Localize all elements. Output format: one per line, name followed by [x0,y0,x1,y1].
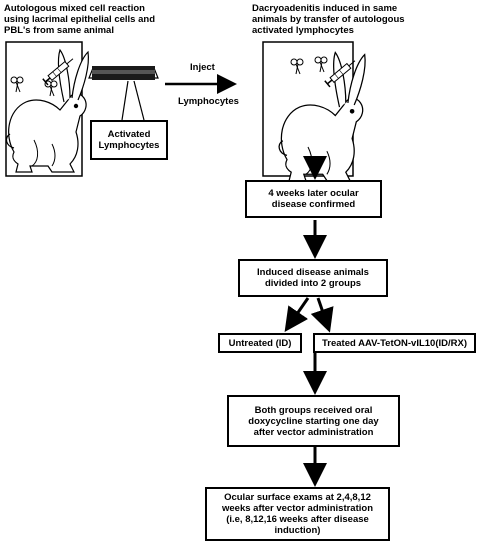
step1-box: 4 weeks later ocular disease confirmed [245,180,382,218]
lymphocyte-tray [88,66,159,121]
left-header-text: Autologous mixed cell reaction using lac… [4,3,155,36]
lymphocytes-label: Lymphocytes [178,96,239,107]
treated-group-box: Treated AAV-TetON-vIL10(ID/RX) [313,333,476,353]
step3-box: Both groups received oral doxycycline st… [227,395,400,447]
arrow-to-untreated [284,297,310,332]
right-rabbit-panel [262,41,366,182]
right-header-text: Dacryoadenitis induced in same animals b… [252,3,405,36]
step4-box: Ocular surface exams at 2,4,8,12 weeks a… [205,487,390,541]
left-rabbit-panel [5,41,89,177]
untreated-group-box: Untreated (ID) [218,333,302,353]
activated-lymphocytes-callout: Activated Lymphocytes [90,120,168,160]
inject-label: Inject [190,62,215,73]
arrow-to-treated [310,297,334,333]
step2-box: Induced disease animals divided into 2 g… [238,259,388,297]
